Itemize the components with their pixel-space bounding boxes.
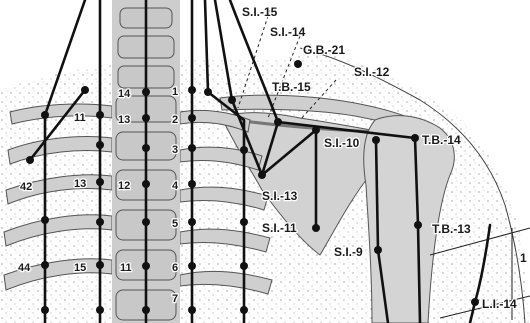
label-gv-14: 14	[118, 88, 131, 100]
point-hj-6	[188, 262, 196, 270]
point-si11	[312, 224, 320, 232]
label-si12: S.I.-12	[354, 65, 390, 79]
label-vertebra-3: 3	[172, 144, 178, 156]
point-bl-15	[96, 261, 104, 269]
label-gv-11: 11	[120, 262, 132, 274]
point-left-c	[41, 306, 49, 314]
point-right-e	[240, 306, 248, 314]
label-vertebra-4: 4	[172, 180, 179, 192]
label-vertebra-7: 7	[172, 293, 178, 305]
point-hj-3	[188, 144, 196, 152]
point-gv-14	[142, 88, 150, 96]
point-bl-11	[96, 111, 104, 119]
label-tb15: T.B.-15	[272, 80, 311, 94]
point-right-d	[240, 262, 248, 270]
label-si11: S.I.-11	[262, 221, 297, 235]
point-gv-11	[142, 262, 150, 270]
point-left-b	[41, 216, 49, 224]
label-edge-1: 1	[520, 251, 527, 265]
point-gv-12	[142, 180, 150, 188]
point-gv-c	[142, 306, 150, 314]
point-hj-4	[188, 180, 196, 188]
point-right-a	[204, 88, 212, 96]
label-vertebra-6: 6	[172, 262, 178, 274]
point-hj-7	[188, 306, 196, 314]
point-right-c	[240, 218, 248, 226]
point-bl-13	[96, 178, 104, 186]
point-tb14	[411, 134, 419, 142]
point-si12	[312, 126, 320, 134]
label-vertebra-2: 2	[172, 114, 178, 126]
point-si9	[374, 246, 382, 254]
label-si15: S.I.-15	[242, 5, 278, 19]
point-bl-g	[81, 86, 89, 94]
point-si13	[258, 171, 266, 179]
label-li14: L.I.-14	[482, 297, 517, 311]
point-hj-5	[188, 218, 196, 226]
label-si14: S.I.-14	[270, 25, 306, 39]
point-42	[26, 156, 34, 164]
label-si9: S.I.-9	[334, 245, 363, 259]
point-right-f	[228, 96, 236, 104]
point-left-a	[41, 111, 49, 119]
label-gv-13: 13	[118, 114, 130, 126]
point-left-44	[41, 261, 49, 269]
label-vertebra-5: 5	[172, 218, 178, 230]
point-bl-e	[96, 218, 104, 226]
label-tb13: T.B.-13	[432, 222, 471, 236]
point-gv-13	[142, 114, 150, 122]
label-bl-13: 13	[74, 178, 86, 190]
label-44: 44	[18, 262, 31, 274]
point-gb21	[294, 60, 302, 68]
label-tb14: T.B.-14	[422, 133, 461, 147]
point-hj-1	[188, 86, 196, 94]
label-si10: S.I.-10	[324, 136, 360, 150]
point-tb13	[414, 221, 422, 229]
point-hj-2	[188, 114, 196, 122]
point-li14	[471, 298, 479, 306]
label-42: 42	[20, 181, 32, 193]
point-gv-b	[142, 218, 150, 226]
point-bl-f	[96, 306, 104, 314]
point-bl-d	[96, 141, 104, 149]
label-gb21: G.B.-21	[303, 43, 345, 57]
point-gv-a	[142, 144, 150, 152]
point-tb15	[274, 118, 282, 126]
label-bl-15: 15	[74, 262, 86, 274]
label-bl-11: 11	[74, 112, 86, 124]
label-gv-12: 12	[118, 180, 130, 192]
point-right-b	[240, 146, 248, 154]
label-vertebra-1: 1	[172, 86, 178, 98]
label-si13: S.I.-13	[262, 189, 298, 203]
point-si10	[372, 136, 380, 144]
